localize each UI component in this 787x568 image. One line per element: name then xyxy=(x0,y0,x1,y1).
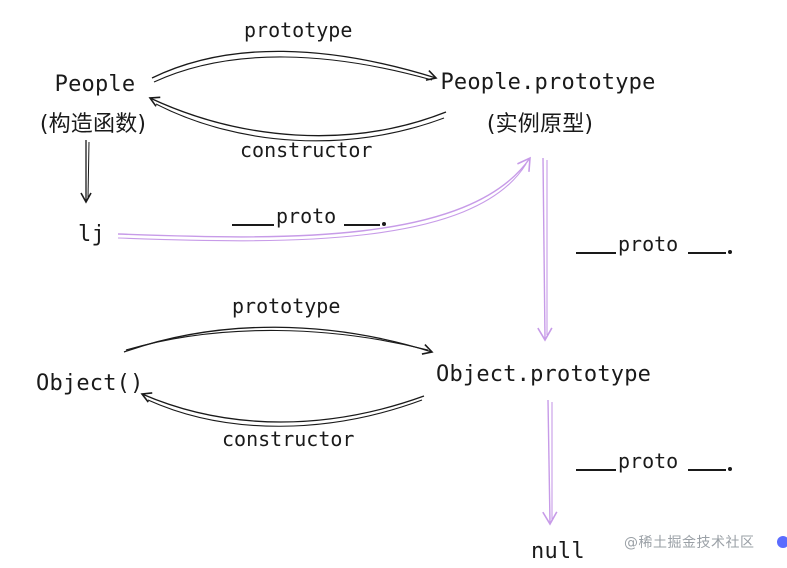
underscore-left xyxy=(576,469,616,471)
node-people: People xyxy=(54,72,136,97)
edge-people-proto-to-object-proto xyxy=(537,157,553,342)
node-people-prototype-sublabel: (实例原型) xyxy=(486,112,594,137)
underscore-left xyxy=(576,252,616,254)
watermark: @稀土掘金技术社区 xyxy=(624,535,755,551)
node-people-prototype-label: People.prototype xyxy=(440,70,656,95)
underscore-right xyxy=(688,469,726,471)
edge-label-proto-lj-text: proto xyxy=(276,204,337,228)
edge-proto-to-people xyxy=(148,96,447,142)
edge-lj-to-people-proto xyxy=(117,156,531,242)
edge-label-prototype-top: prototype xyxy=(244,18,353,42)
node-people-label: People xyxy=(54,72,136,97)
edge-label-proto-right-bottom-text: proto xyxy=(618,449,679,473)
edge-object-proto-to-object xyxy=(140,392,425,427)
edge-label-proto-right-bottom: proto xyxy=(576,449,732,473)
edge-people-to-lj xyxy=(80,140,92,204)
node-object-prototype: Object.prototype xyxy=(436,362,652,387)
node-null: null xyxy=(531,539,585,564)
edge-label-prototype-bottom: prototype xyxy=(232,294,341,318)
edge-label-constructor-top: constructor xyxy=(240,138,373,162)
underscore-dot xyxy=(728,467,732,471)
edge-object-proto-to-null xyxy=(542,399,558,526)
underscore-right xyxy=(344,224,380,226)
underscore-dot xyxy=(728,250,732,254)
underscore-dot xyxy=(382,222,386,226)
edge-label-constructor-bottom: constructor xyxy=(222,427,355,451)
watermark-logo-icon xyxy=(777,536,787,548)
node-lj: lj xyxy=(78,222,105,247)
node-people-prototype: People.prototype xyxy=(440,70,656,95)
underscore-left xyxy=(232,224,274,226)
node-people-sublabel: (构造函数) xyxy=(39,112,147,137)
edge-label-proto-right-top: proto xyxy=(576,232,732,256)
underscore-right xyxy=(688,252,726,254)
edge-people-to-proto xyxy=(151,50,438,83)
node-object-ctor: Object() xyxy=(36,371,144,396)
edge-label-proto-right-top-text: proto xyxy=(618,232,679,256)
edge-object-to-proto xyxy=(123,326,434,355)
edge-label-proto-lj: proto xyxy=(232,204,386,228)
